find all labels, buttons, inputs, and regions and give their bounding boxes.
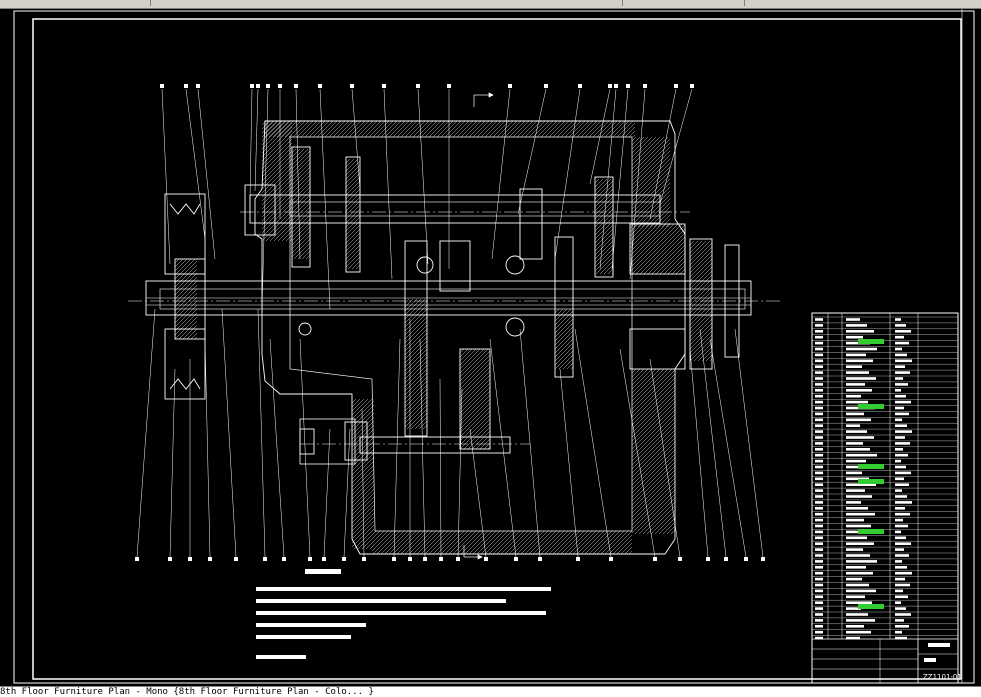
- part-number-label: [447, 84, 451, 88]
- part-number-label: [282, 557, 286, 561]
- part-number-label: [614, 84, 618, 88]
- drawing-number: ZZ1101-01: [923, 673, 962, 681]
- toolbar-segment[interactable]: [152, 0, 623, 6]
- part-number-label: [674, 84, 678, 88]
- highlighted-part-row: [858, 464, 884, 469]
- title-block-field: [924, 658, 936, 662]
- part-number-label: [196, 84, 200, 88]
- part-number-label: [208, 557, 212, 561]
- highlighted-part-row: [858, 604, 884, 609]
- part-number-label: [456, 557, 460, 561]
- part-number-label: [322, 557, 326, 561]
- part-number-label: [484, 557, 488, 561]
- part-number-label: [184, 84, 188, 88]
- part-number-label: [609, 557, 613, 561]
- part-number-label: [653, 557, 657, 561]
- part-number-label: [278, 84, 282, 88]
- part-number-label: [266, 84, 270, 88]
- status-text: 8th Floor Furniture Plan - Mono {8th Flo…: [0, 687, 374, 697]
- hatched-regions: [175, 121, 712, 554]
- part-number-label: [439, 557, 443, 561]
- note-line: [256, 655, 306, 659]
- part-number-label: [423, 557, 427, 561]
- highlighted-part-row: [858, 339, 884, 344]
- title-block-name: [928, 643, 950, 647]
- part-number-label: [234, 557, 238, 561]
- technical-notes: [256, 569, 551, 659]
- note-line: [256, 599, 506, 603]
- part-number-label: [263, 557, 267, 561]
- part-number-label: [256, 84, 260, 88]
- sheet-frame: [32, 18, 962, 680]
- part-number-label: [392, 557, 396, 561]
- part-number-label: [135, 557, 139, 561]
- part-number-label: [643, 84, 647, 88]
- part-number-labels: [135, 84, 765, 561]
- part-number-label: [544, 84, 548, 88]
- note-line: [256, 635, 351, 639]
- part-number-label: [678, 557, 682, 561]
- lower-shaft: [300, 436, 530, 454]
- gearbox-housing: [254, 120, 686, 555]
- part-number-label: [608, 84, 612, 88]
- highlighted-part-row: [858, 479, 884, 484]
- part-number-label: [362, 557, 366, 561]
- note-line: [256, 611, 546, 615]
- section-markers: [463, 92, 494, 560]
- part-number-label: [514, 557, 518, 561]
- v-belt-pulley: [164, 193, 206, 400]
- upper-shaft: [240, 184, 690, 236]
- window-top-bar: [0, 0, 981, 9]
- part-number-label: [408, 557, 412, 561]
- cad-drawing-canvas[interactable]: ZZ1101-01: [0, 9, 981, 686]
- sheet-outer-border: [13, 10, 975, 684]
- part-number-label: [578, 84, 582, 88]
- title-block: ZZ1101-01: [811, 312, 962, 684]
- highlighted-part-row: [858, 404, 884, 409]
- assembly-drawing-svg[interactable]: ZZ1101-01: [0, 9, 981, 686]
- part-number-label: [416, 84, 420, 88]
- parts-list-frame: [811, 312, 959, 684]
- leader-lines: [136, 88, 764, 558]
- part-number-label: [690, 84, 694, 88]
- part-number-label: [342, 557, 346, 561]
- toolbar-segment[interactable]: [624, 0, 745, 6]
- part-number-label: [576, 557, 580, 561]
- part-number-label: [508, 84, 512, 88]
- part-number-label: [160, 84, 164, 88]
- note-line: [256, 623, 366, 627]
- part-number-label: [761, 557, 765, 561]
- part-number-label: [318, 84, 322, 88]
- toolbar-segment[interactable]: [0, 0, 151, 6]
- part-number-label: [744, 557, 748, 561]
- highlighted-part-row: [858, 529, 884, 534]
- part-number-label: [626, 84, 630, 88]
- status-bar: 8th Floor Furniture Plan - Mono {8th Flo…: [0, 686, 981, 697]
- note-line: [256, 587, 551, 591]
- main-shaft: [128, 280, 780, 316]
- part-number-label: [294, 84, 298, 88]
- part-number-label: [706, 557, 710, 561]
- part-number-label: [188, 557, 192, 561]
- part-number-label: [382, 84, 386, 88]
- part-number-label: [724, 557, 728, 561]
- part-number-label: [168, 557, 172, 561]
- notes-heading: [305, 569, 341, 574]
- part-number-label: [250, 84, 254, 88]
- part-number-label: [350, 84, 354, 88]
- part-number-label: [538, 557, 542, 561]
- part-number-label: [308, 557, 312, 561]
